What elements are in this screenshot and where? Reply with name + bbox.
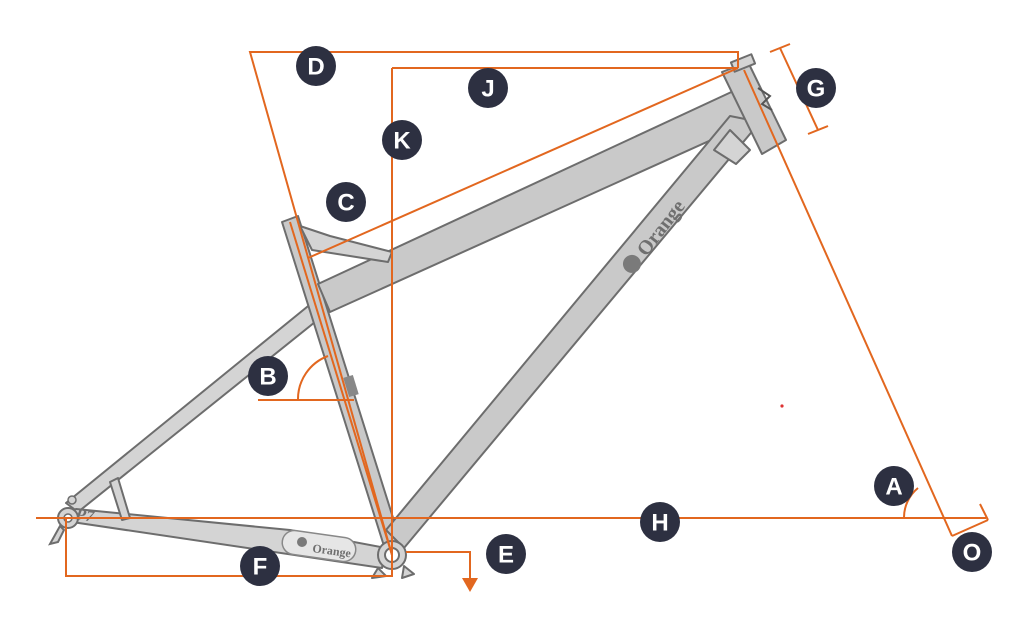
badge-e-label: E — [498, 542, 514, 569]
badge-b-label: B — [259, 364, 276, 391]
line-e-bb-drop — [406, 551, 471, 580]
arc-b-seat-angle — [296, 355, 329, 401]
badge-d: D — [296, 46, 336, 86]
seat-stay — [65, 297, 331, 513]
line-g-cap-top — [769, 43, 791, 53]
line-o-offset — [951, 519, 989, 537]
badge-g-label: G — [807, 76, 826, 103]
arrow-e-down — [462, 578, 478, 592]
geometry-lines — [36, 43, 989, 592]
top-tube-gusset — [299, 225, 393, 263]
badge-c: C — [326, 182, 366, 222]
dot-marker — [780, 404, 784, 408]
line-seat-axis — [289, 221, 393, 556]
seat-tube-mark — [343, 374, 359, 398]
badge-f: F — [240, 546, 280, 586]
badge-h-label: H — [651, 510, 668, 537]
badge-j: J — [468, 68, 508, 108]
badge-g: G — [796, 68, 836, 108]
line-o-tick — [979, 503, 989, 521]
chainstay-logo-badge: Orange — [281, 529, 357, 563]
badge-k: K — [382, 120, 422, 160]
badge-k-label: K — [393, 128, 411, 155]
line-c-top-tube — [307, 67, 739, 259]
badge-f-label: F — [253, 554, 268, 581]
badge-a: A — [874, 466, 914, 506]
line-g-cap-bottom — [807, 125, 829, 135]
badge-o: O — [952, 532, 992, 572]
arc-a-head-angle — [902, 487, 919, 519]
chainstay-model-text: P7 — [73, 507, 96, 526]
badge-o-label: O — [963, 540, 982, 567]
bike-frame: Orange Orange P7 — [48, 53, 787, 579]
badge-d-label: D — [307, 54, 324, 81]
badge-b: B — [248, 356, 288, 396]
chainstay-logo-text: Orange — [312, 541, 353, 560]
line-f-chainstay — [65, 518, 393, 577]
line-d-box — [248, 51, 739, 556]
line-head-axis — [743, 69, 953, 537]
badge-j-label: J — [481, 76, 494, 103]
badge-e: E — [486, 534, 526, 574]
badge-a-label: A — [885, 474, 902, 501]
down-tube-gusset — [713, 129, 751, 165]
badge-h: H — [640, 502, 680, 542]
badge-c-label: C — [337, 190, 354, 217]
head-badge-icon — [757, 87, 773, 111]
